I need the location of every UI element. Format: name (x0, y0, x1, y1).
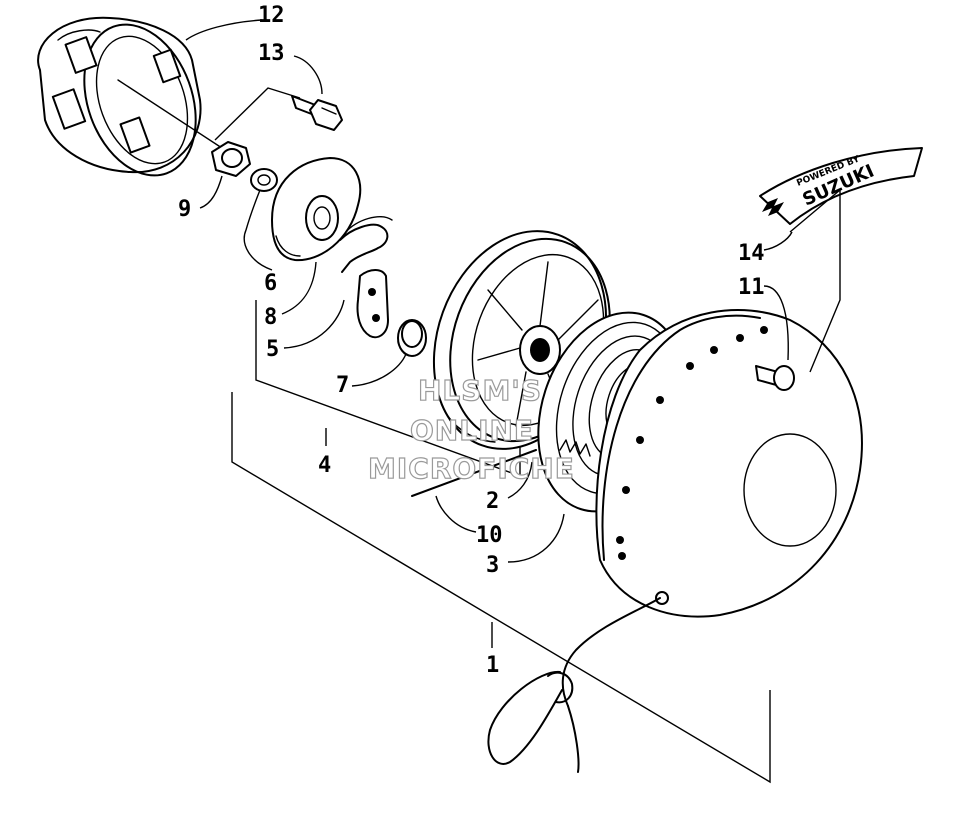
callout-8: 8 (264, 305, 277, 330)
callout-5: 5 (266, 337, 279, 362)
suzuki-decal-part-14: POWERED BY SUZUKI (759, 147, 923, 373)
callout-3: 3 (486, 553, 499, 578)
nut-part-9 (211, 141, 251, 177)
starter-housing-part-1 (487, 309, 863, 773)
pawl-part-5 (356, 269, 389, 339)
assembly-bracket-1 (231, 392, 771, 784)
suzuki-logo-icon (762, 198, 784, 216)
screw-part-11 (755, 365, 795, 391)
callout-14: 14 (738, 241, 765, 266)
callout-6: 6 (264, 271, 277, 296)
assembly-bracket-4 (255, 300, 521, 477)
callout-10: 10 (476, 523, 503, 548)
callout-4: 4 (318, 453, 331, 478)
spring-clip (339, 216, 393, 273)
callout-11: 11 (738, 275, 765, 300)
callout-7: 7 (336, 373, 349, 398)
cover-cup-part-12 (37, 16, 226, 177)
callout-1: 1 (486, 653, 499, 678)
callout-9: 9 (178, 197, 191, 222)
washer-part-6 (250, 168, 278, 192)
watermark-line-3: MICROFICHE (368, 452, 575, 485)
callout-13: 13 (258, 41, 285, 66)
watermark: HLSM'S ONLINE MICROFICHE (367, 373, 575, 485)
rope-part-10 (411, 449, 537, 497)
friction-plate-part-8 (271, 157, 362, 262)
bushing-part-7 (397, 319, 427, 357)
bolt-part-13 (214, 87, 343, 141)
callout-12: 12 (258, 3, 285, 28)
leader-lines (185, 19, 793, 563)
watermark-line-2: ONLINE (410, 414, 534, 447)
watermark-line-1: HLSM'S (418, 374, 542, 407)
callout-2: 2 (486, 489, 499, 514)
